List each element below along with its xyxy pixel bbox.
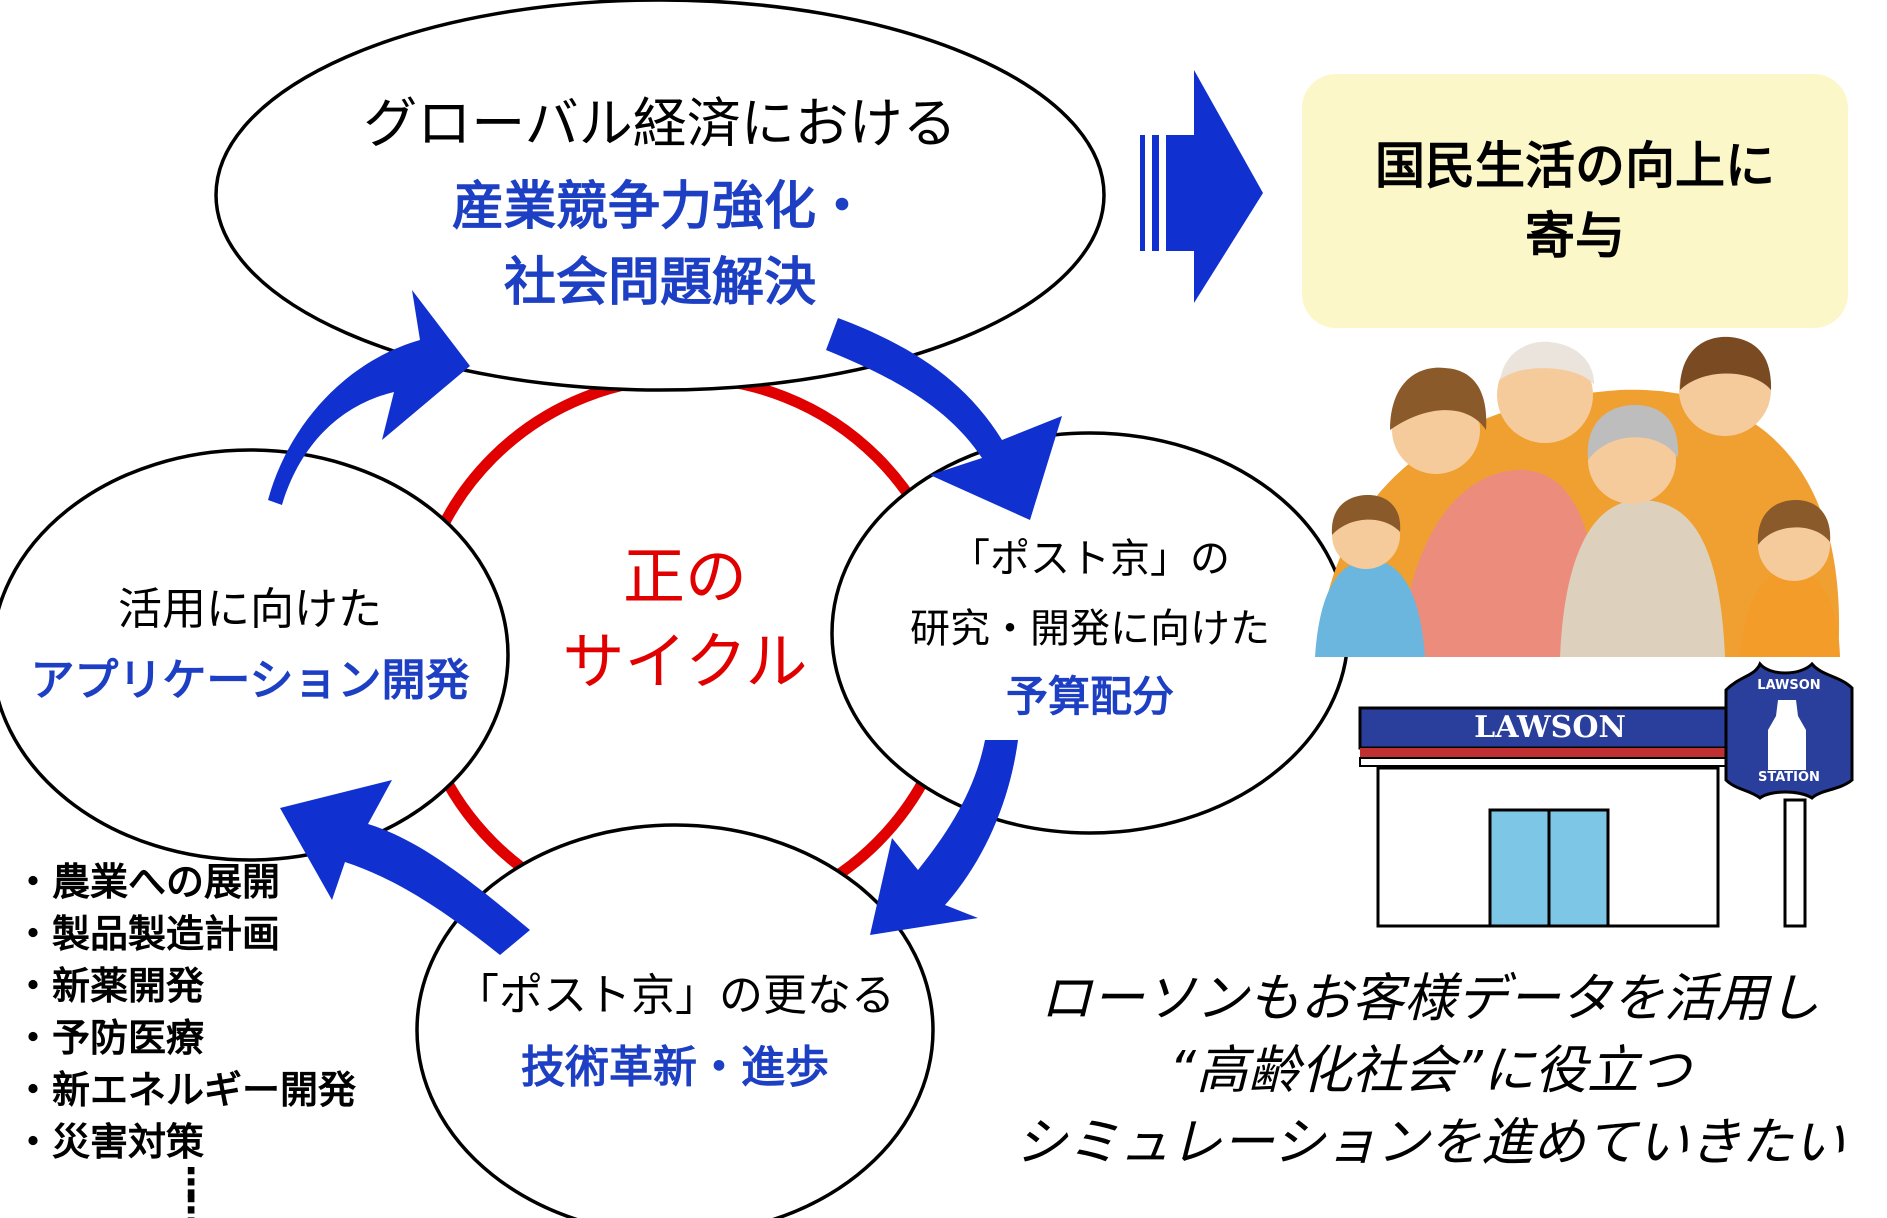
right-line-3: 予算配分 xyxy=(1005,672,1174,721)
bottom-line-2: 技術革新・進歩 xyxy=(521,1042,829,1093)
top-line-1: グローバル経済における xyxy=(363,92,957,155)
arrow-bottom-to-left xyxy=(280,780,530,955)
right-line-1: 「ポスト京」の xyxy=(950,536,1230,582)
arrow-right-to-bottom xyxy=(870,740,1018,935)
list-item: ・農業への展開 xyxy=(14,860,281,904)
list-item: ・新エネルギー開発 xyxy=(14,1068,357,1112)
list-item: ・新薬開発 xyxy=(14,964,205,1008)
bottom-line-1: 「ポスト京」の更なる xyxy=(455,970,895,1021)
center-line-2: サイクル xyxy=(562,625,808,698)
bottom-ellipse xyxy=(415,823,935,1218)
result-line-1: 国民生活の向上に xyxy=(1375,137,1775,195)
application-list: ・農業への展開 ・製品製造計画 ・新薬開発 ・予防医療 ・新エネルギー開発 ・災… xyxy=(14,856,356,1218)
top-ellipse xyxy=(214,0,1106,392)
right-line-2: 研究・開発に向けた xyxy=(910,606,1270,652)
caption-line-1: ローソンもお客様データを活用し xyxy=(1039,969,1820,1029)
store-badge-top-text: LAWSON xyxy=(1757,678,1821,693)
top-line-3: 社会問題解決 xyxy=(503,253,816,313)
list-item: ・災害対策 xyxy=(14,1120,205,1164)
left-line-1: 活用に向けた xyxy=(118,584,382,635)
caption-line-2: “高齢化社会”に役立つ xyxy=(1169,1041,1691,1101)
result-line-2: 寄与 xyxy=(1525,207,1625,265)
list-item: ・予防医療 xyxy=(14,1016,205,1060)
store-badge-bottom-text: STATION xyxy=(1758,770,1820,785)
list-item: ・製品製造計画 xyxy=(14,912,281,956)
result-box xyxy=(1302,74,1848,328)
center-line-1: 正の xyxy=(622,540,747,613)
left-ellipse xyxy=(0,448,510,862)
result-arrow-icon xyxy=(1140,70,1263,303)
left-line-2: アプリケーション開発 xyxy=(30,655,470,706)
caption-line-3: シミュレーションを進めていきたい xyxy=(1015,1113,1845,1173)
store-sign-text: LAWSON xyxy=(1474,710,1626,745)
family-illustration xyxy=(1315,336,1840,657)
arrow-top-to-right xyxy=(826,318,1062,520)
store-illustration xyxy=(1358,661,1854,928)
arrow-left-to-top xyxy=(268,290,470,505)
continuation-dots: ⋮⋮ xyxy=(172,1160,210,1218)
top-line-2: 産業競争力強化・ xyxy=(451,177,868,237)
